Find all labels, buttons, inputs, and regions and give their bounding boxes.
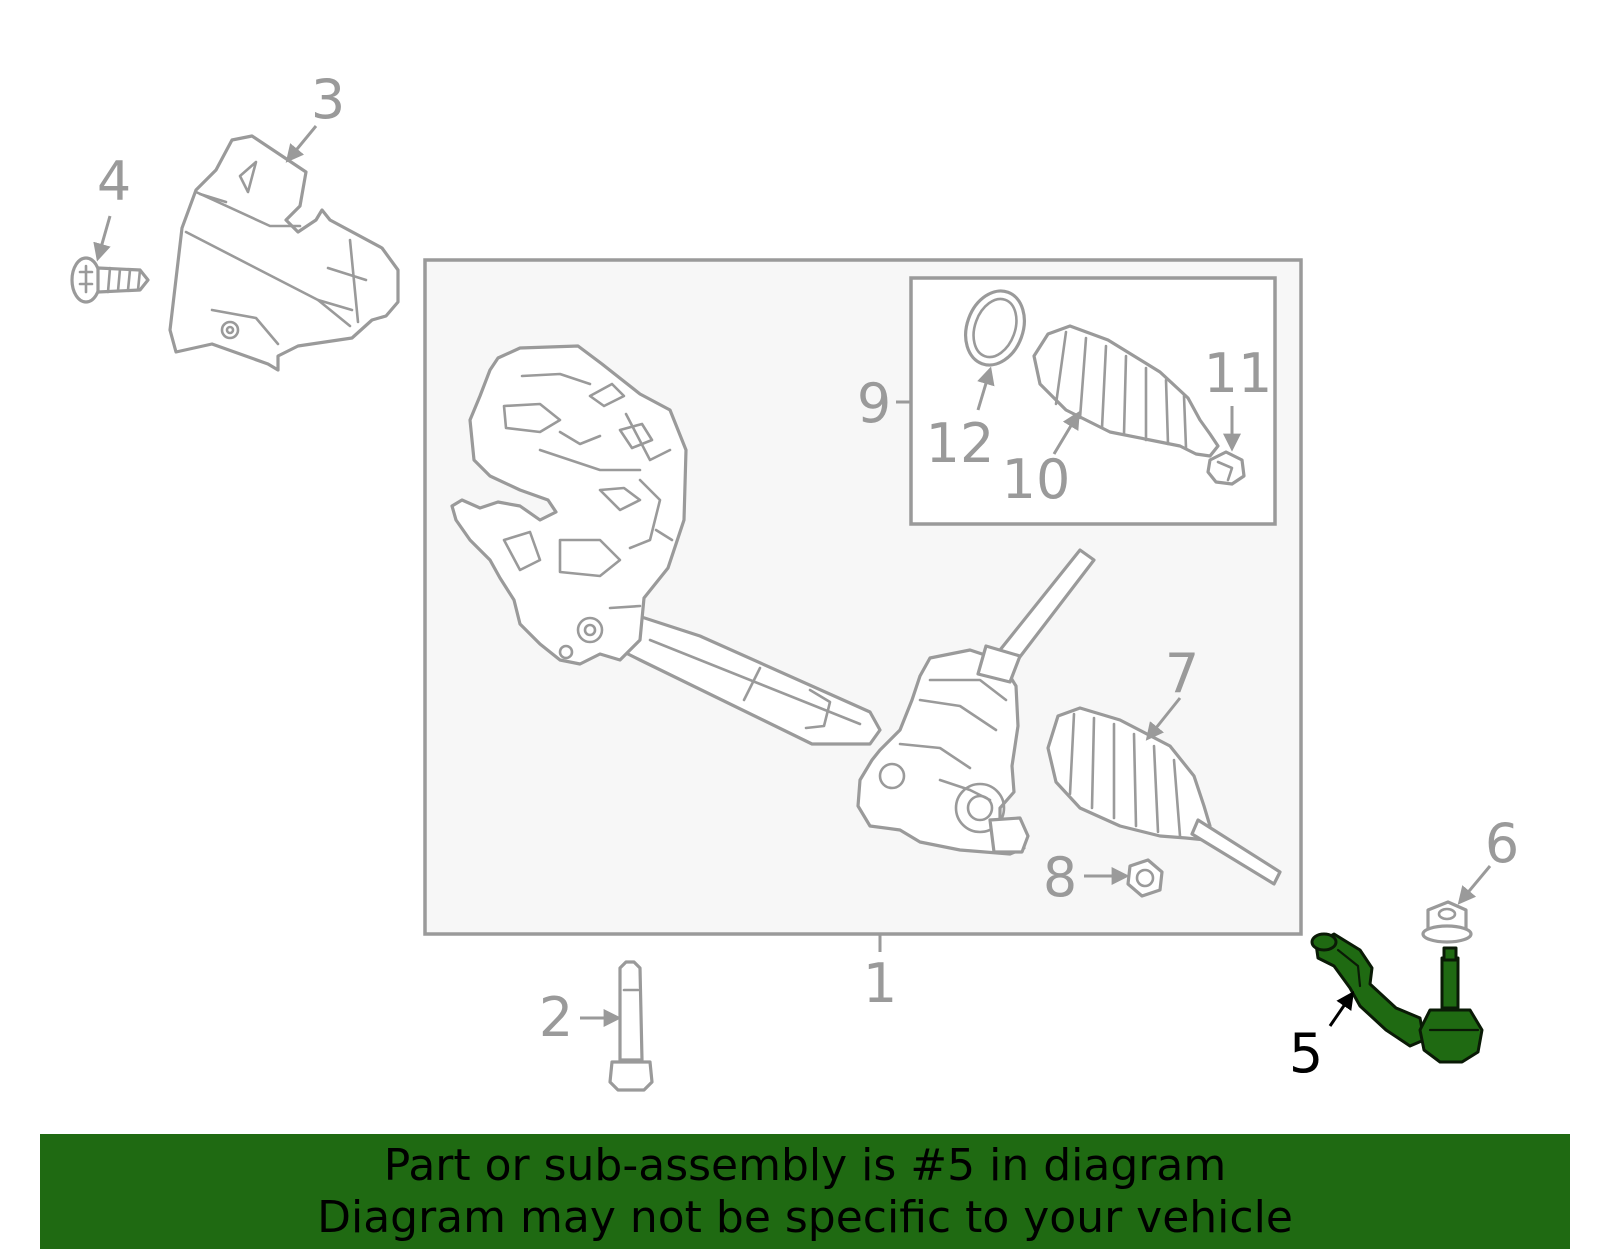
callout-10-arrow <box>1052 410 1080 455</box>
callout-11: 11 <box>1204 342 1273 405</box>
callout-5-arrow <box>1328 991 1355 1027</box>
callout-12: 12 <box>926 412 995 475</box>
callout-6: 6 <box>1485 812 1519 875</box>
callout-7-arrow <box>1145 697 1182 741</box>
outer-tie-rod-drawing[interactable] <box>1310 932 1484 1064</box>
callout-3: 3 <box>311 68 345 131</box>
banner-line-2: Diagram may not be specific to your vehi… <box>317 1191 1293 1243</box>
callout-7: 7 <box>1165 642 1199 705</box>
bolt-drawing[interactable] <box>608 960 654 1092</box>
heat-shield-drawing[interactable] <box>168 134 400 372</box>
callout-8: 8 <box>1043 846 1077 909</box>
callout-4-arrow <box>93 215 112 262</box>
callout-5: 5 <box>1289 1022 1323 1085</box>
callout-3-arrow <box>285 125 318 163</box>
callout-12-arrow <box>976 366 995 411</box>
steering-gear-drawing[interactable] <box>450 344 1096 856</box>
nut-6-drawing[interactable] <box>1421 900 1473 944</box>
callout-10: 10 <box>1002 448 1071 511</box>
callout-9: 9 <box>857 372 891 435</box>
small-clamp-drawing[interactable] <box>1206 450 1246 486</box>
clamp-ring-drawing[interactable] <box>956 283 1035 374</box>
callout-6-arrow <box>1457 865 1492 905</box>
rack-boot-drawing[interactable] <box>1046 706 1282 886</box>
callout-1: 1 <box>863 952 897 1015</box>
info-banner: Part or sub-assembly is #5 in diagram Di… <box>40 1134 1570 1249</box>
screw-drawing[interactable] <box>70 256 150 304</box>
boot-kit-boot-drawing[interactable] <box>1032 324 1220 458</box>
banner-line-1: Part or sub-assembly is #5 in diagram <box>383 1139 1227 1191</box>
callout-2: 2 <box>539 986 573 1049</box>
callout-4: 4 <box>97 150 131 213</box>
